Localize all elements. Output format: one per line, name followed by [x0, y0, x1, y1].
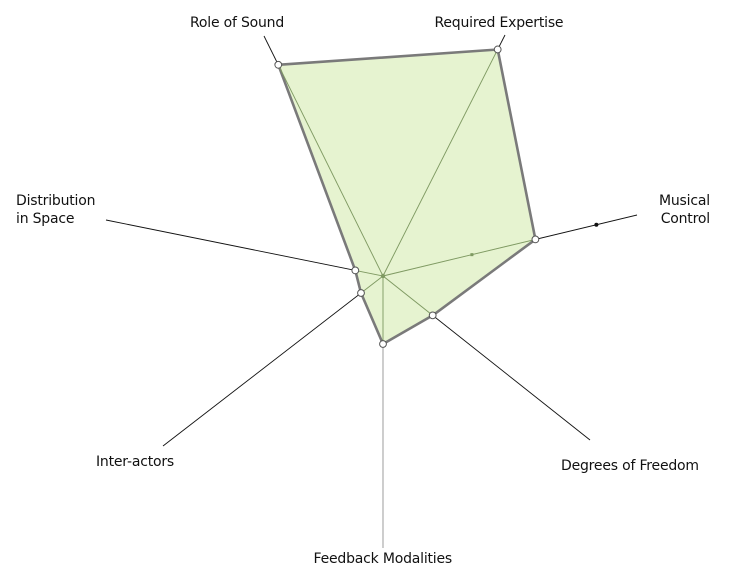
data-point-feedback-modalities: [379, 340, 387, 348]
axis-label-line: Required Expertise: [434, 15, 564, 31]
axis-label-inter-actors: Inter-actors: [96, 453, 174, 471]
axis-label-line: Control: [660, 211, 710, 227]
axis-label-role-of-sound: Role of Sound: [190, 14, 284, 32]
axis-line-distribution-in-space: [105, 219, 384, 277]
data-point-musical-control: [531, 235, 540, 244]
data-spoke-inter-actors: [360, 275, 384, 294]
data-point-degrees-of-freedom: [428, 311, 437, 320]
center-point: [380, 273, 386, 279]
data-spoke-role-of-sound: [277, 64, 384, 277]
data-spoke-degrees-of-freedom: [382, 275, 433, 316]
data-spoke-musical-control: [382, 238, 536, 277]
axis-label-line: Role of Sound: [190, 15, 285, 31]
axis-label-required-expertise: Required Expertise: [435, 14, 564, 32]
axis-label-line: in Space: [16, 211, 75, 227]
data-area: [276, 48, 537, 346]
musical-control-mid-mark: [470, 253, 474, 257]
data-point-required-expertise: [493, 45, 502, 54]
axis-label-line: Feedback Modalities: [313, 551, 453, 567]
axis-label-line: Distribution: [16, 193, 96, 209]
axis-label-distribution-in-space: Distribution in Space: [16, 192, 95, 228]
data-spoke-required-expertise: [382, 49, 499, 277]
axis-label-line: Inter-actors: [96, 454, 174, 470]
data-point-inter-actors: [357, 289, 365, 297]
data-point-distribution-in-space: [351, 266, 360, 275]
musical-control-outer-mark: [594, 222, 599, 227]
axis-label-line: Musical: [659, 193, 710, 209]
data-point-role-of-sound: [274, 60, 283, 69]
data-spoke-distribution-in-space: [355, 269, 384, 277]
axis-label-line: Degrees of Freedom: [561, 458, 699, 474]
axis-label-feedback-modalities: Feedback Modalities: [314, 550, 453, 568]
axis-line-inter-actors: [162, 275, 384, 447]
axis-label-degrees-of-freedom: Degrees of Freedom: [561, 457, 699, 475]
